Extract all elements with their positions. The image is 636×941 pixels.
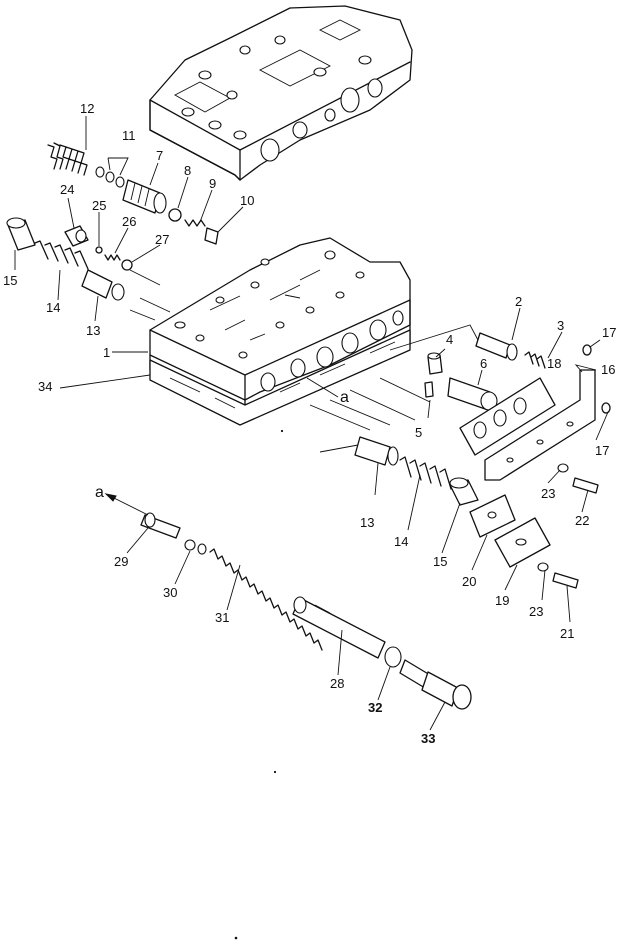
ball-25 [95, 246, 103, 254]
label-27: 27 [155, 232, 169, 247]
plug-17-top [582, 344, 592, 356]
valve-29 [140, 512, 181, 539]
label-18: 18 [547, 356, 561, 371]
spring-12 [47, 142, 88, 176]
label-6: 6 [480, 356, 487, 371]
label-23-lower: 23 [529, 604, 543, 619]
label-16: 16 [601, 362, 615, 377]
valve-spool-13-right [354, 436, 399, 466]
label-13-left: 13 [86, 323, 100, 338]
label-14-left: 14 [46, 300, 60, 315]
valve-24 [64, 225, 89, 247]
spring-31 [209, 548, 323, 651]
label-9: 9 [209, 176, 216, 191]
label-a-body: a [340, 389, 349, 406]
plug-4 [427, 352, 443, 375]
label-32: 32 [368, 700, 382, 715]
label-15-left: 15 [3, 273, 17, 288]
label-4: 4 [446, 332, 453, 347]
piston-6 [447, 377, 498, 411]
gasket-20 [469, 494, 516, 538]
part-labels: 12 11 7 8 9 10 24 25 26 27 15 14 13 1 34… [3, 101, 616, 746]
label-10: 10 [240, 193, 254, 208]
label-31: 31 [215, 610, 229, 625]
label-19: 19 [495, 593, 509, 608]
label-22: 22 [575, 513, 589, 528]
label-17-top: 17 [602, 325, 616, 340]
collar-30 [184, 539, 207, 555]
washer-23-lower [537, 562, 549, 572]
piston-10 [204, 227, 219, 245]
label-34: 34 [38, 379, 52, 394]
valve-spool-13-left [81, 269, 125, 301]
bolt-22 [572, 477, 599, 494]
sleeve-15-right [449, 477, 479, 506]
spring-14-left [34, 240, 89, 270]
plug-17-bottom [601, 402, 611, 414]
reference-arrow-a [104, 493, 149, 516]
gasket-18 [459, 377, 556, 456]
label-7: 7 [156, 148, 163, 163]
washer-23-upper [557, 463, 569, 473]
label-29: 29 [114, 554, 128, 569]
spring-9 [184, 219, 206, 227]
upper-valve-cover [149, 5, 413, 181]
label-14-right: 14 [394, 534, 408, 549]
label-13-right: 13 [360, 515, 374, 530]
label-1: 1 [103, 345, 110, 360]
label-3: 3 [557, 318, 564, 333]
label-2: 2 [515, 294, 522, 309]
label-24: 24 [60, 182, 74, 197]
valve-spool-2 [475, 332, 518, 361]
washers-11 [95, 166, 125, 188]
label-20: 20 [462, 574, 476, 589]
label-21: 21 [560, 626, 574, 641]
spring-14-right [399, 456, 452, 490]
label-23-upper: 23 [541, 486, 555, 501]
bolt-21 [552, 572, 579, 589]
label-30: 30 [163, 585, 177, 600]
cover-19 [494, 517, 551, 568]
separator-plate [149, 329, 411, 426]
label-11: 11 [122, 128, 136, 143]
plug-27 [121, 259, 133, 271]
piston-8 [168, 208, 182, 222]
scan-specks [234, 429, 284, 940]
cover-16 [484, 369, 596, 481]
shaft-28 [292, 596, 386, 659]
sleeve-15-left [6, 217, 36, 251]
label-17-bottom: 17 [595, 443, 609, 458]
spring-3 [524, 351, 546, 369]
label-12: 12 [80, 101, 94, 116]
pin-5 [424, 381, 434, 398]
leader-lines [14, 116, 609, 731]
valve-spool-7 [122, 179, 167, 214]
label-8: 8 [184, 163, 191, 178]
label-a-arrow: a [95, 484, 104, 501]
valve-33 [399, 659, 472, 710]
label-33: 33 [421, 731, 435, 746]
o-ring-32 [384, 646, 402, 668]
label-28: 28 [330, 676, 344, 691]
label-25: 25 [92, 198, 106, 213]
spring-26 [104, 254, 121, 261]
label-26: 26 [122, 214, 136, 229]
label-15-right: 15 [433, 554, 447, 569]
label-5: 5 [415, 425, 422, 440]
